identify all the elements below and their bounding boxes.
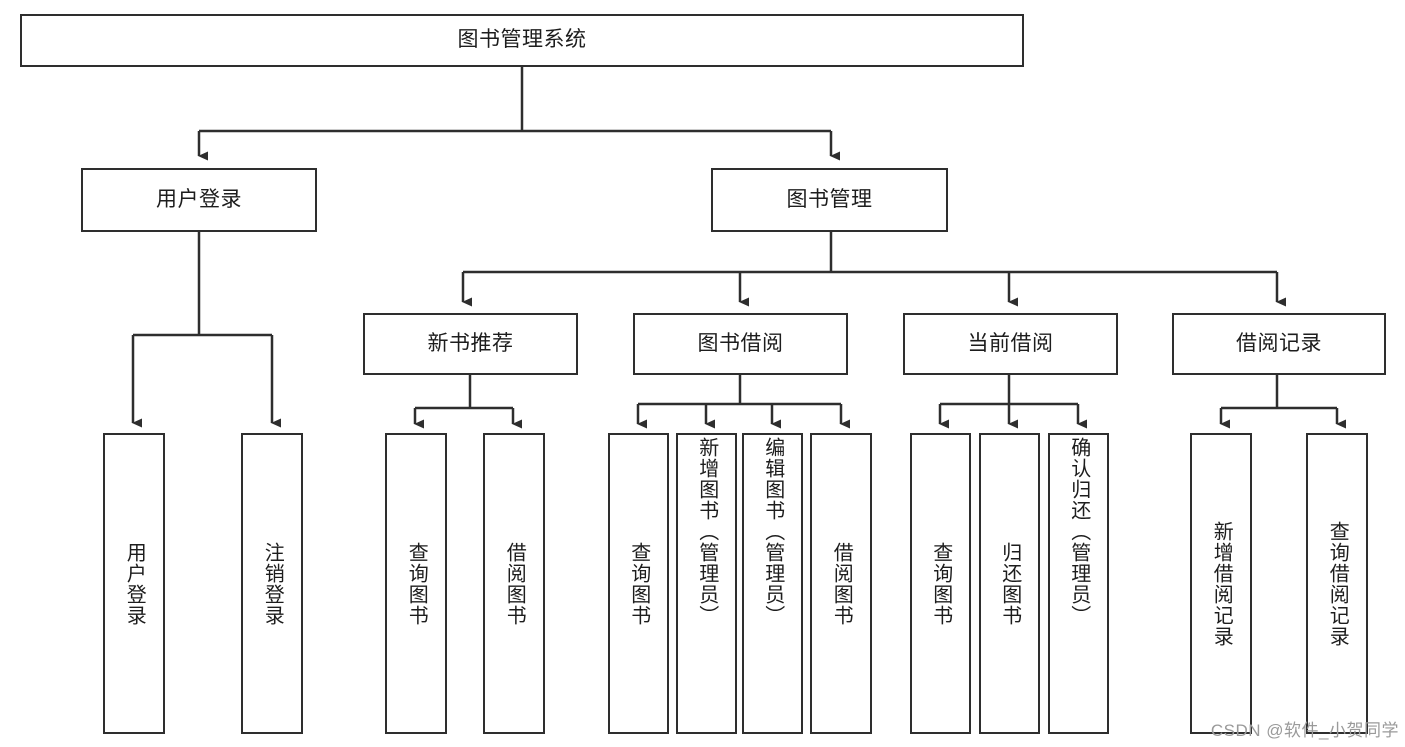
leaf-user-login-login[interactable]: 用户登录 [103,433,165,734]
node-user-login[interactable]: 用户登录 [81,168,317,232]
leaf-user-login-logout[interactable]: 注销登录 [241,433,303,734]
node-new-book-recommend[interactable]: 新书推荐 [363,313,578,375]
leaf-current-borrow-confirm[interactable]: 确认归还（管理员） [1048,433,1109,734]
node-root-system[interactable]: 图书管理系统 [20,14,1024,67]
leaf-new-book-query-label: 查询图书 [405,541,428,626]
leaf-current-borrow-query[interactable]: 查询图书 [910,433,971,734]
leaf-book-borrow-edit-label: 编辑图书（管理员） [761,437,784,626]
leaf-book-borrow-query-label: 查询图书 [627,541,650,626]
leaf-new-book-query[interactable]: 查询图书 [385,433,447,734]
leaf-book-borrow-query[interactable]: 查询图书 [608,433,669,734]
watermark-text: CSDN @软件_小贺同学 [1210,721,1399,740]
leaf-book-borrow-borrow-label: 借阅图书 [830,541,853,626]
leaf-book-borrow-add-label: 新增图书（管理员） [695,437,718,626]
node-borrow-record[interactable]: 借阅记录 [1172,313,1386,375]
leaf-current-borrow-return[interactable]: 归还图书 [979,433,1040,734]
leaf-borrow-record-query[interactable]: 查询借阅记录 [1306,433,1368,734]
node-root-system-label: 图书管理系统 [457,28,587,52]
leaf-new-book-borrow[interactable]: 借阅图书 [483,433,545,734]
node-current-borrow[interactable]: 当前借阅 [903,313,1118,375]
node-book-management-label: 图书管理 [786,187,873,211]
leaf-current-borrow-return-label: 归还图书 [998,541,1021,626]
leaf-book-borrow-add[interactable]: 新增图书（管理员） [676,433,737,734]
leaf-new-book-borrow-label: 借阅图书 [503,541,526,626]
leaf-user-login-login-label: 用户登录 [123,541,146,626]
leaf-user-login-logout-label: 注销登录 [261,541,284,626]
leaf-book-borrow-borrow[interactable]: 借阅图书 [810,433,872,734]
node-book-management[interactable]: 图书管理 [711,168,948,232]
leaf-current-borrow-confirm-label: 确认归还（管理员） [1067,437,1090,626]
node-borrow-record-label: 借阅记录 [1236,331,1322,355]
node-user-login-label: 用户登录 [156,187,242,211]
leaf-borrow-record-query-label: 查询借阅记录 [1326,520,1349,647]
leaf-borrow-record-add[interactable]: 新增借阅记录 [1190,433,1252,734]
node-current-borrow-label: 当前借阅 [967,331,1054,355]
node-book-borrow-label: 图书借阅 [697,331,784,355]
leaf-borrow-record-add-label: 新增借阅记录 [1210,520,1233,647]
leaf-book-borrow-edit[interactable]: 编辑图书（管理员） [742,433,803,734]
leaf-current-borrow-query-label: 查询图书 [929,541,952,626]
node-new-book-recommend-label: 新书推荐 [427,331,514,355]
node-book-borrow[interactable]: 图书借阅 [633,313,848,375]
